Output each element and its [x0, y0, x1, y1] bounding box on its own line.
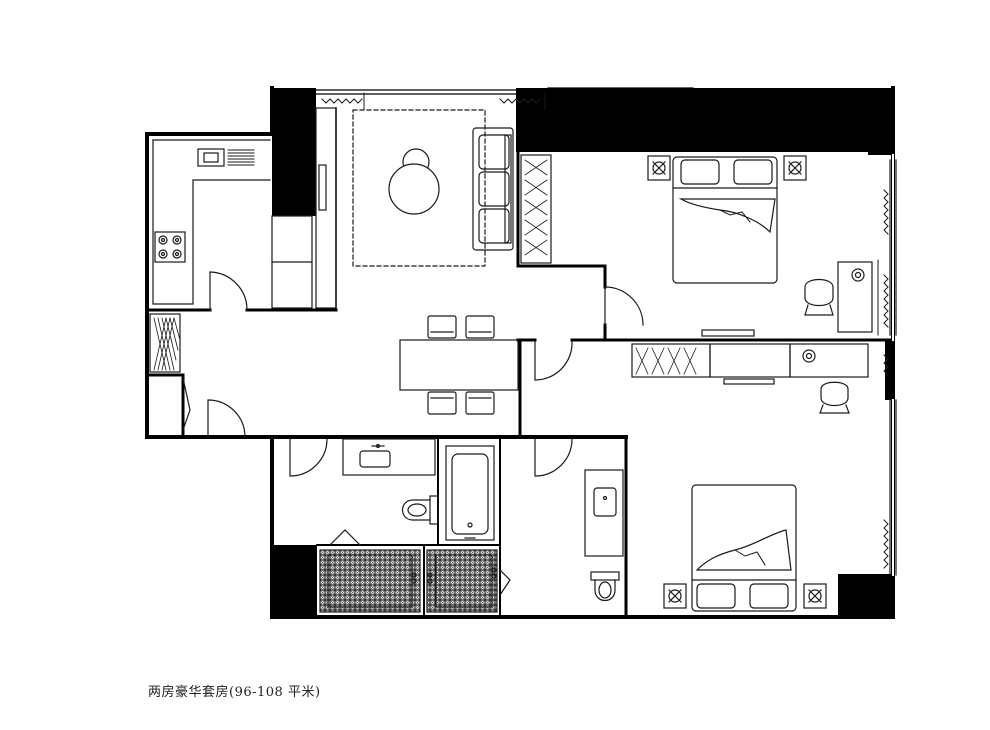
bed-2	[691, 484, 797, 612]
floor-plan-caption: 两房豪华套房(96-108 平米)	[148, 685, 321, 700]
dining-table	[399, 339, 519, 391]
sink	[197, 148, 225, 167]
vanity-2	[584, 469, 624, 557]
curtain-bedroom-1	[877, 189, 889, 336]
bedroom-1-door	[604, 286, 644, 326]
desk-2	[709, 343, 791, 378]
nightstand-1a	[647, 155, 671, 181]
bedroom-2	[534, 341, 889, 612]
tv-cabinet	[315, 107, 337, 309]
vanity-1	[342, 438, 436, 476]
kitchen-door	[209, 271, 248, 311]
curtain-bedroom-2	[883, 354, 889, 569]
curtain-top	[321, 92, 546, 111]
tv-2	[723, 378, 775, 385]
wardrobe-1	[520, 154, 552, 264]
wall-masses	[271, 88, 895, 617]
shower-door	[329, 529, 511, 596]
sofa	[472, 127, 514, 251]
entry-closets	[149, 313, 246, 438]
toilet-2	[590, 571, 620, 602]
bedroom-1	[520, 154, 889, 337]
bedroom-2-door	[534, 341, 573, 381]
tv	[318, 164, 327, 211]
dining	[399, 315, 519, 415]
chair-1	[804, 278, 834, 316]
wardrobe-2	[631, 343, 711, 378]
cooktop	[154, 231, 186, 263]
exterior-walls	[145, 86, 895, 619]
bathrooms	[289, 438, 624, 613]
toilet-1	[401, 495, 439, 525]
bed-1	[672, 156, 778, 284]
tv-1	[701, 329, 755, 337]
entry-door	[207, 399, 246, 438]
shower-tray-2	[426, 549, 498, 613]
master-bath-door	[534, 438, 573, 477]
bathtub	[445, 445, 495, 541]
rug	[352, 109, 486, 267]
chair-2	[819, 381, 850, 414]
nightstand-1b	[783, 155, 807, 181]
kitchen	[152, 139, 313, 311]
desk-1	[837, 261, 873, 333]
shower-tray-1	[319, 549, 421, 613]
coffee-table	[388, 163, 440, 215]
closet-door	[182, 377, 191, 431]
windows	[889, 154, 897, 576]
nightstand-2b	[803, 583, 827, 609]
nightstand-2a	[663, 583, 687, 609]
guest-bath-door	[289, 438, 328, 477]
living-room	[315, 92, 546, 309]
